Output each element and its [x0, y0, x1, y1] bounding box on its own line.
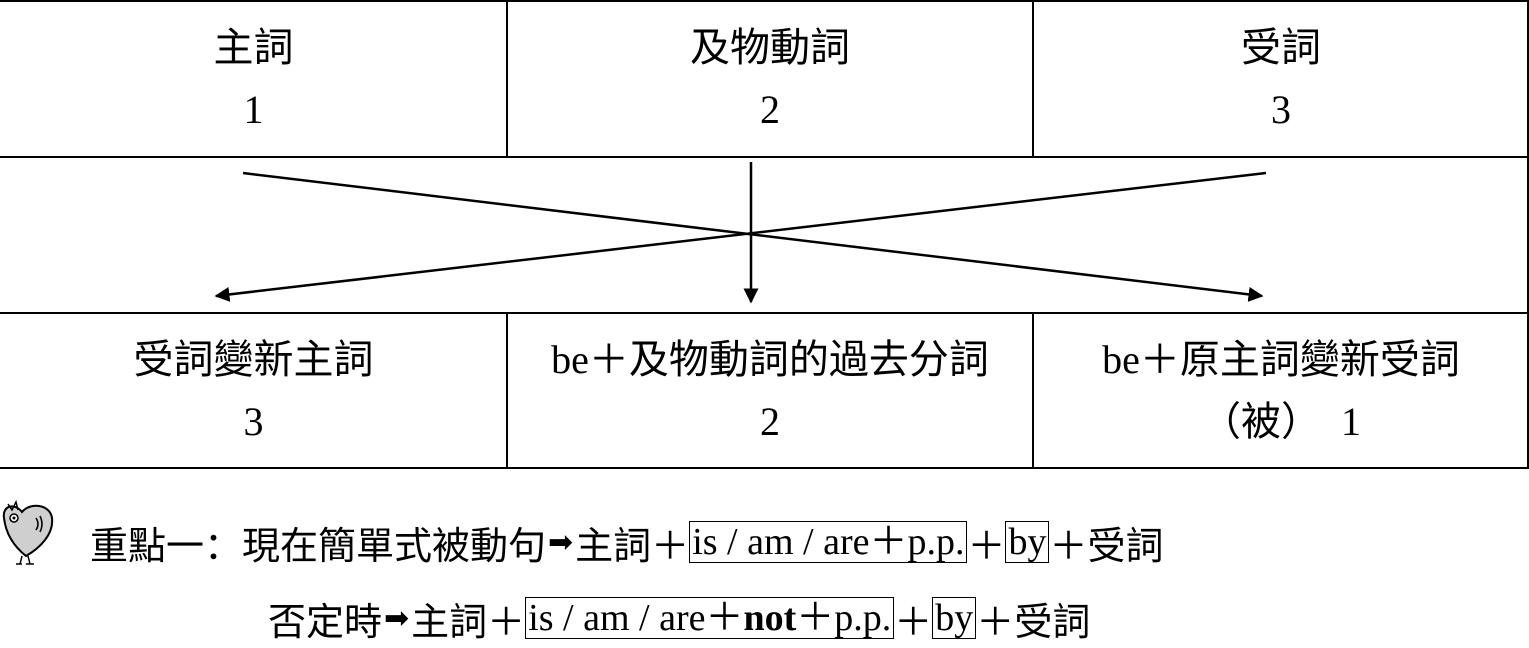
be-part: is / am / are＋: [528, 597, 744, 639]
cell-subject: 主詞 1: [0, 1, 507, 157]
cell-label: 主詞: [213, 25, 294, 70]
be-not-pp-box: is / am / are＋not＋p.p.: [525, 597, 895, 639]
plus-sign: ＋: [651, 525, 690, 568]
point-one-line: 重點一：現在簡單式被動句 ➡ 主詞 ＋ is / am / are＋p.p. ＋…: [90, 514, 1164, 570]
arrow-subject-to-object: [242, 171, 1264, 302]
cell-object: 受詞 3: [1033, 1, 1529, 157]
pp-part: ＋p.p.: [796, 597, 892, 639]
cell-label: 及物動詞: [690, 25, 850, 70]
by-box: by: [932, 597, 977, 639]
by-box: by: [1005, 521, 1050, 563]
negative-line: 否定時 ➡ 主詞 ＋ is / am / are＋not＋p.p. ＋ by ＋…: [268, 590, 1090, 646]
cell-be-new-object: be＋原主詞變新受詞 （被） 1: [1033, 313, 1529, 468]
plus-sign: ＋: [487, 601, 526, 644]
bird-icon: [2, 499, 54, 565]
cell-number: 1: [243, 87, 264, 132]
cell-be-past-participle: be＋及物動詞的過去分詞 2: [507, 313, 1033, 468]
table-border: [0, 0, 1529, 469]
object-label: 受詞: [1014, 599, 1091, 644]
negative-prefix: 否定時: [268, 599, 383, 644]
be-pp-box: is / am / are＋p.p.: [689, 521, 968, 563]
cell-number: （被） 1: [1201, 398, 1361, 444]
arrow-object-to-subject: [214, 171, 1267, 302]
cell-new-subject: 受詞變新主詞 3: [0, 313, 507, 468]
cell-number: 2: [760, 398, 780, 444]
plus-sign: ＋: [894, 601, 933, 644]
cell-number: 2: [760, 87, 780, 132]
arrow-right-icon: ➡: [548, 524, 574, 560]
cell-number: 3: [1271, 87, 1291, 132]
plus-sign: ＋: [967, 525, 1006, 568]
plus-sign: ＋: [976, 601, 1015, 644]
subject-label: 主詞: [411, 599, 488, 644]
subject-label: 主詞: [575, 523, 652, 568]
point-one-prefix: 重點一：現在簡單式被動句: [90, 523, 547, 568]
not-word: not: [743, 597, 797, 639]
cell-label: be＋及物動詞的過去分詞: [551, 336, 989, 382]
cell-number: 3: [243, 398, 264, 444]
object-label: 受詞: [1087, 523, 1164, 568]
cell-label: be＋原主詞變新受詞: [1102, 336, 1460, 382]
cell-label: 受詞變新主詞: [133, 336, 374, 382]
arrow-right-icon: ➡: [384, 600, 410, 636]
conversion-diagram: [0, 0, 1529, 469]
plus-sign: ＋: [1049, 525, 1088, 568]
cell-label: 受詞: [1241, 25, 1321, 70]
cell-transitive-verb: 及物動詞 2: [507, 1, 1033, 157]
